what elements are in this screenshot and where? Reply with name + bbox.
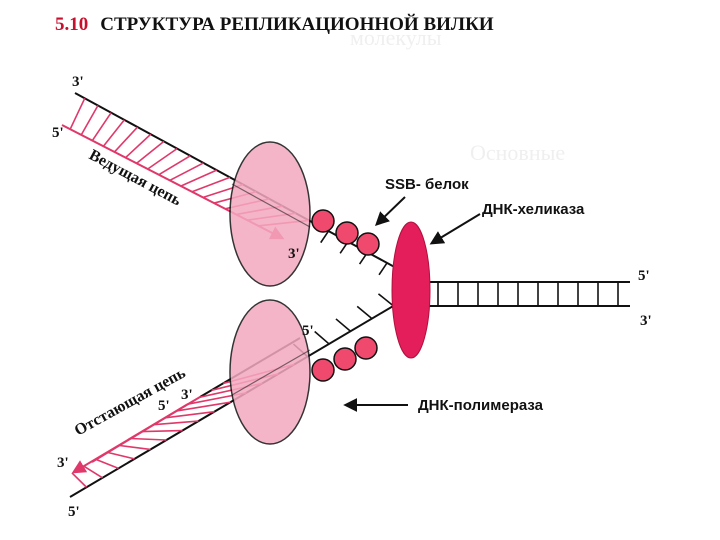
base-pair-rung [164, 410, 215, 419]
base-pair-rung [169, 162, 204, 182]
base-pair-rung [176, 401, 231, 412]
base-pair-rung [83, 465, 103, 479]
base-pair-rung [320, 230, 330, 244]
base-pair-rung [102, 119, 125, 147]
base-pair-rung [80, 105, 99, 136]
polymerase-label: ДНК-полимераза [418, 397, 544, 414]
svg-text:Основные: Основные [470, 140, 565, 165]
base-pair-rung [180, 169, 217, 187]
base-pair-rung [69, 97, 86, 130]
base-pair-rung [356, 305, 373, 320]
end-label-top-left-3: 3' [72, 74, 84, 90]
leading-strand-label: Ведущая цепь [86, 147, 184, 210]
ssb-protein [354, 336, 378, 360]
base-pair-rung [136, 140, 165, 164]
base-pair-rung [335, 318, 352, 332]
base-pair-rung [94, 458, 119, 470]
lagging-strand-label: Отстающая цепь [72, 364, 189, 439]
base-pair-rung [158, 155, 191, 176]
ssb-proteins [311, 209, 380, 382]
ssb-label: SSB- белок [385, 176, 469, 193]
svg-text:молекулы: молекулы [350, 25, 442, 50]
base-pair-rung [378, 262, 388, 276]
base-pair-rung [147, 147, 178, 170]
end-label-leading-3: 3' [288, 246, 300, 262]
background-artifacts: Основные молекулы [350, 25, 565, 165]
base-pair-rung [118, 444, 151, 451]
helicase-arrow [429, 213, 481, 245]
base-pair-rung [106, 451, 135, 460]
figure-title: 5.10 СТРУКТУРА РЕПЛИКАЦИОННОЙ ВИЛКИ [55, 13, 494, 35]
base-pair-rung [71, 472, 88, 488]
lagging-new-strand-lower [71, 396, 201, 474]
figure-number: 5.10 [55, 14, 88, 35]
callout-arrows [343, 196, 481, 412]
dna-polymerase-upper [229, 141, 311, 287]
ssb-protein [333, 347, 357, 371]
base-pair-rung [191, 176, 231, 193]
base-pair-rung [130, 437, 167, 441]
ssb-protein [356, 232, 380, 256]
base-pair-rung [314, 330, 330, 345]
base-pair-rung [91, 112, 112, 142]
end-label-top-left-5: 5' [52, 125, 64, 141]
ssb-protein [311, 209, 335, 233]
end-label-fragment-5: 5' [302, 323, 314, 339]
ssb-arrow [374, 196, 406, 226]
base-pair-rung [113, 126, 139, 153]
figure-title-text: СТРУКТУРА РЕПЛИКАЦИОННОЙ ВИЛКИ [100, 13, 494, 35]
end-label-bottom-5: 5' [68, 504, 80, 520]
base-pair-rung [141, 429, 183, 433]
ssb-protein [311, 358, 335, 382]
ssb-protein [335, 221, 359, 245]
end-label-bottom-3: 3' [57, 455, 69, 471]
strands-overlay [231, 183, 311, 396]
end-label-right-5: 5' [638, 268, 650, 284]
base-pair-rung [377, 293, 394, 307]
end-label-lagging-5: 5' [158, 398, 170, 414]
base-pair-rung [125, 133, 152, 159]
end-label-lagging-3: 3' [181, 387, 193, 403]
end-label-right-3: 3' [640, 313, 652, 329]
base-pair-rung [153, 420, 199, 426]
dna-helicase [391, 221, 431, 359]
dna-polymerase-lower [229, 299, 311, 445]
helicase-label: ДНК-хеликаза [482, 201, 585, 218]
